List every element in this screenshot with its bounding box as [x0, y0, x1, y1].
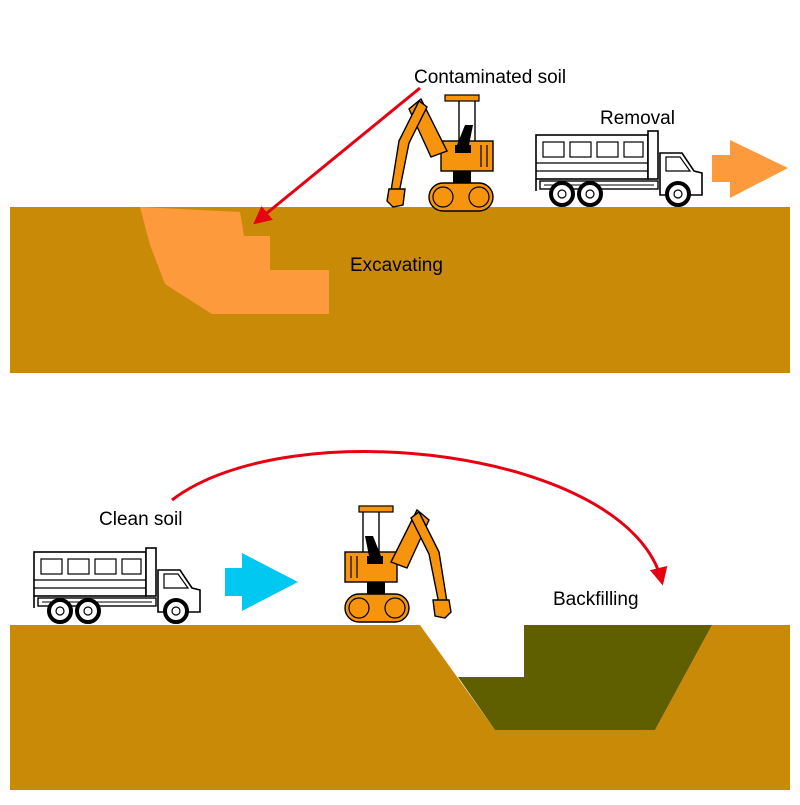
backfill-region: [458, 625, 712, 730]
label-excavating: Excavating: [350, 255, 443, 276]
ground-top-body: [10, 207, 790, 373]
contaminated-soil-arrow: [253, 86, 421, 225]
label-backfilling: Backfilling: [553, 589, 639, 610]
label-removal: Removal: [600, 108, 675, 129]
removal-arrow-icon: [712, 140, 788, 198]
dump-truck-icon: [534, 129, 704, 207]
label-contaminated-soil: Contaminated soil: [414, 67, 566, 88]
excavator-icon: [386, 94, 494, 212]
excavator-icon: [344, 505, 452, 623]
dump-truck-icon: [32, 546, 202, 624]
backfilling-arrow: [171, 450, 668, 586]
supply-arrow-icon: [225, 553, 298, 611]
ground-bottom: [10, 625, 790, 790]
label-clean-soil: Clean soil: [99, 509, 182, 530]
contaminated-soil-region: [140, 207, 329, 314]
